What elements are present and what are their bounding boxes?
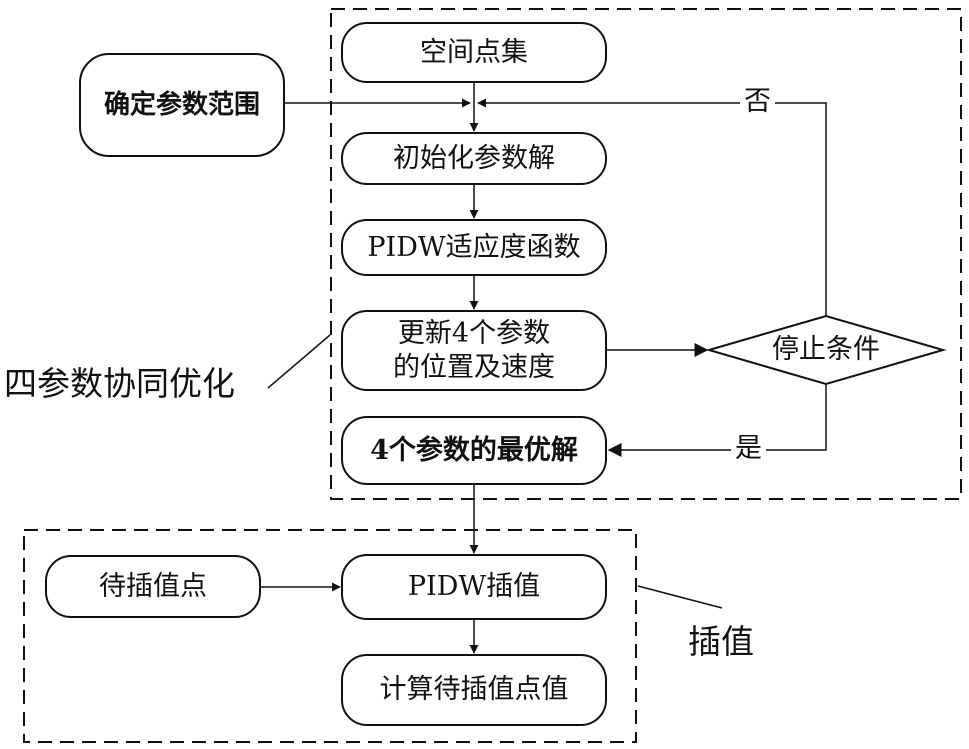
- param-range-label: 确定参数范围: [104, 88, 260, 122]
- compute-values-node: 计算待插值点值: [341, 654, 607, 726]
- optimization-group-label: 四参数协同优化: [4, 364, 235, 404]
- update-params-node: 更新4个参数 的位置及速度: [341, 310, 607, 391]
- edge-label-no: 否: [740, 86, 775, 118]
- arrow-stop-yes: [609, 384, 826, 450]
- init-params-label: 初始化参数解: [393, 142, 555, 176]
- fitness-function-node: PIDW适应度函数: [341, 219, 607, 276]
- compute-values-label: 计算待插值点值: [380, 673, 569, 707]
- fitness-function-label: PIDW适应度函数: [367, 231, 580, 265]
- stop-condition-label: 停止条件: [746, 333, 906, 367]
- points-to-interpolate-label: 待插值点: [99, 570, 207, 604]
- optimization-leader-line: [268, 335, 330, 388]
- spatial-points-label: 空间点集: [420, 36, 528, 70]
- param-range-node: 确定参数范围: [79, 53, 285, 157]
- interpolation-group-label: 插值: [688, 622, 754, 662]
- init-params-node: 初始化参数解: [341, 132, 607, 185]
- edge-label-yes: 是: [731, 433, 766, 465]
- update-params-label-line2: 的位置及速度: [393, 351, 555, 385]
- spatial-points-node: 空间点集: [341, 22, 607, 83]
- optimal-solution-node: 4个参数的最优解: [341, 416, 607, 485]
- update-params-label-line1: 更新4个参数: [398, 317, 550, 351]
- interpolation-leader-line: [638, 586, 722, 608]
- pidw-interpolation-node: PIDW插值: [341, 554, 607, 620]
- pidw-interpolation-label: PIDW插值: [408, 570, 540, 604]
- optimal-solution-label: 4个参数的最优解: [370, 434, 578, 468]
- points-to-interpolate-node: 待插值点: [45, 555, 261, 618]
